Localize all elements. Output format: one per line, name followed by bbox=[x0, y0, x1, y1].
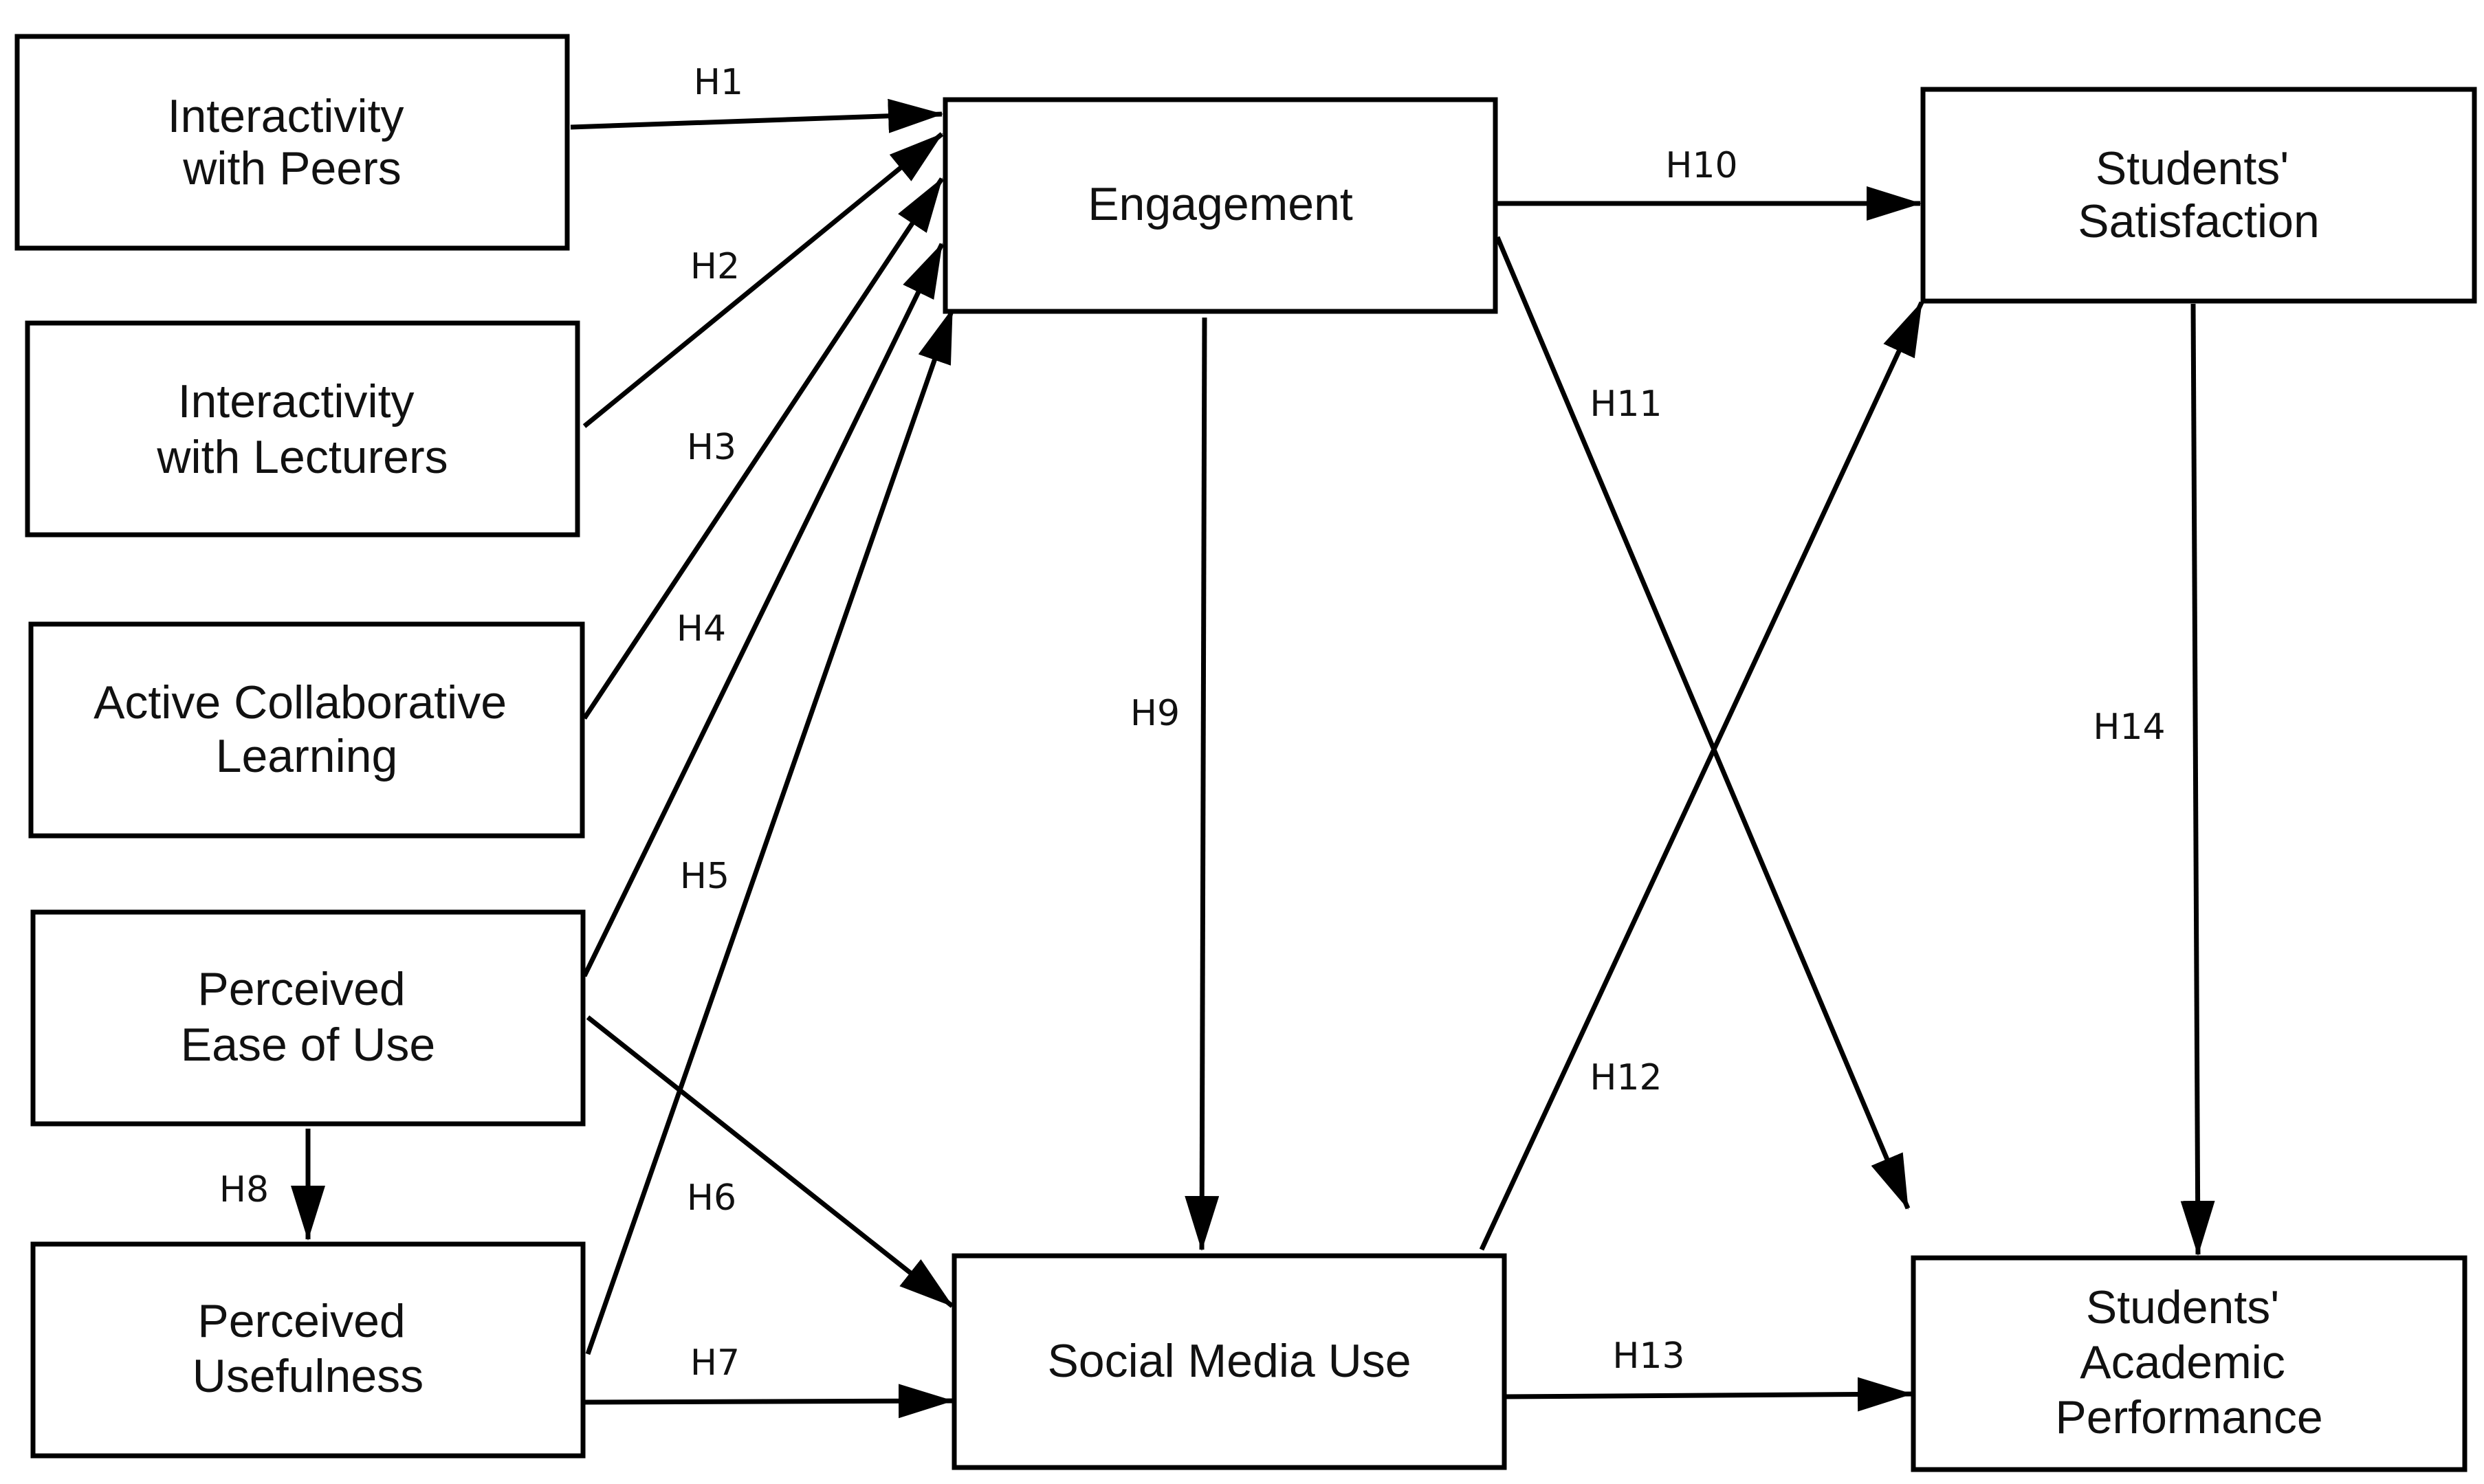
node-label-line: with Peers bbox=[182, 142, 401, 195]
node-perceived-ease-of-use: Perceived Ease of Use bbox=[30, 909, 586, 1127]
node-label-line: Perceived bbox=[197, 963, 405, 1015]
edge-label-h1: H1 bbox=[694, 62, 743, 103]
svg-text:Students' Academic: Students' Academic Performance bbox=[2055, 1281, 2322, 1443]
edge-h10: H10 bbox=[1495, 145, 1922, 221]
node-label-line: Usefulness bbox=[193, 1350, 424, 1402]
edge-h7: H7 bbox=[584, 1342, 954, 1419]
edge-h13: H13 bbox=[1502, 1336, 1913, 1412]
edge-h1: H1 bbox=[570, 62, 943, 133]
node-label-line: Ease of Use bbox=[181, 1019, 435, 1071]
edge-h2: H2 bbox=[582, 132, 944, 428]
edges: H1 H2 H3 H4 H5 H6 H7 H8 bbox=[219, 62, 2215, 1419]
node-label-line: with Lecturers bbox=[156, 431, 448, 483]
edge-label-h7: H7 bbox=[690, 1342, 740, 1384]
edge-h9: H9 bbox=[1130, 317, 1220, 1251]
node-perceived-usefulness: Perceived Usefulness bbox=[30, 1241, 586, 1459]
edge-label-h3: H3 bbox=[687, 427, 736, 468]
edge-label-h9: H9 bbox=[1130, 693, 1180, 734]
svg-text:Engagement: Engagement bbox=[1088, 178, 1353, 230]
node-label-line: Interactivity bbox=[168, 90, 404, 142]
node-active-collaborative-learning: Active Collaborative Learning bbox=[28, 621, 585, 839]
node-label-line: Performance bbox=[2055, 1391, 2322, 1443]
node-engagement: Engagement bbox=[943, 97, 1498, 314]
node-label-line: Students' bbox=[2086, 1281, 2279, 1333]
node-label-line: Learning bbox=[216, 730, 398, 782]
edge-label-h14: H14 bbox=[2093, 707, 2165, 748]
svg-text:Interactivity with Pee: Interactivity with Peers bbox=[168, 90, 417, 195]
svg-text:Social Media Use: Social Media Use bbox=[1047, 1335, 1411, 1387]
node-label-line: Interactivity bbox=[178, 375, 415, 428]
svg-text:Perceived Ease of Use: Perceived Ease of Use bbox=[181, 963, 435, 1071]
edge-label-h2: H2 bbox=[690, 246, 740, 287]
node-interactivity-with-peers: Interactivity with Peers bbox=[14, 34, 570, 251]
edge-h4: H4 bbox=[582, 243, 945, 977]
edge-h11: H11 bbox=[1495, 236, 1911, 1210]
edge-label-h8: H8 bbox=[219, 1169, 269, 1210]
edge-h6: H6 bbox=[586, 1015, 954, 1308]
node-label-line: Satisfaction bbox=[2078, 195, 2320, 247]
edge-h14: H14 bbox=[2093, 303, 2215, 1256]
node-interactivity-with-lecturers: Interactivity with Lecturers bbox=[25, 320, 580, 538]
node-label-line: Social Media Use bbox=[1047, 1335, 1411, 1387]
edge-label-h12: H12 bbox=[1590, 1057, 1662, 1098]
edge-label-h5: H5 bbox=[680, 856, 729, 897]
edge-label-h6: H6 bbox=[687, 1177, 736, 1219]
node-social-media-use: Social Media Use bbox=[952, 1253, 1507, 1470]
edge-h3: H3 bbox=[582, 177, 944, 720]
node-label-line: Perceived bbox=[197, 1295, 405, 1347]
edge-label-h10: H10 bbox=[1665, 145, 1737, 186]
node-label-line: Engagement bbox=[1088, 178, 1353, 230]
edge-label-h11: H11 bbox=[1590, 384, 1662, 425]
node-students-satisfaction: Students' Satisfaction bbox=[1920, 87, 2477, 304]
node-label-line: Academic bbox=[2080, 1336, 2285, 1388]
edge-label-h4: H4 bbox=[677, 608, 726, 650]
edge-label-h13: H13 bbox=[1612, 1336, 1684, 1377]
node-label-line: Students' bbox=[2096, 142, 2289, 195]
node-students-academic-performance: Students' Academic Performance bbox=[1911, 1255, 2467, 1472]
nodes: Interactivity with Peers Interactivity w… bbox=[14, 34, 2477, 1472]
svg-text:Students' Satisfaction: Students' Satisfaction bbox=[2078, 142, 2320, 247]
edge-h12: H12 bbox=[1479, 301, 1924, 1251]
edge-h5: H5 bbox=[585, 308, 955, 1355]
edge-h8: H8 bbox=[219, 1129, 325, 1241]
svg-text:Perceived Usefulness: Perceived Usefulness bbox=[193, 1295, 424, 1402]
svg-text:Active Collaborative L: Active Collaborative Learning bbox=[94, 676, 520, 782]
node-label-line: Active Collaborative bbox=[94, 676, 507, 729]
svg-text:Interactivity with Lec: Interactivity with Lecturers bbox=[156, 375, 448, 483]
